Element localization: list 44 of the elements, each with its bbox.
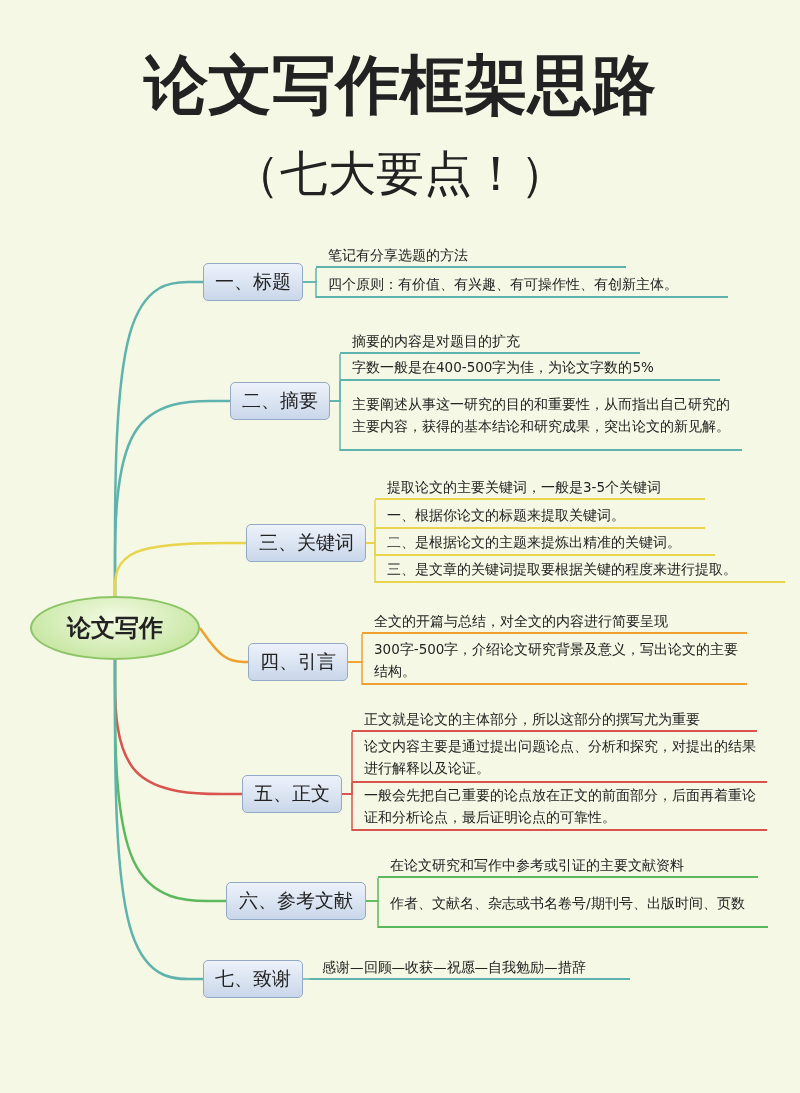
branch-line	[113, 660, 203, 981]
note-text: 正文就是论文的主体部分，所以这部分的撰写尤为重要	[364, 710, 700, 729]
note-text: 在论文研究和写作中参考或引证的主要文献资料	[390, 856, 684, 875]
note-text: 二、是根据论文的主题来提炼出精准的关键词。	[387, 533, 681, 552]
topic-box	[246, 524, 366, 562]
note-text: 一般会先把自己重要的论点放在正文的前面部分，后面再着重论证和分析论点，最后证明论点的可靠性。	[364, 786, 757, 827]
topic-box	[226, 882, 366, 920]
note-text: 300字-500字，介绍论文研究背景及意义，写出论文的主要结构。	[374, 640, 740, 681]
bracket-line	[347, 661, 363, 686]
bracket-line	[302, 281, 317, 299]
central-topic-label: 论文写作	[67, 613, 163, 644]
topic-label: 七、致谢	[215, 966, 291, 991]
topic-label: 二、摘要	[242, 388, 318, 413]
bracket-line	[329, 400, 341, 452]
note-text: 摘要的内容是对题目的扩充	[352, 332, 520, 351]
note-text: 三、是文章的关键词提取要根据关键的程度来进行提取。	[387, 560, 737, 579]
title: 论文写作框架思路	[142, 47, 657, 124]
topic-box	[242, 775, 342, 813]
note-text: 论文内容主要是通过提出问题论点、分析和探究，对提出的结果进行解释以及论证。	[364, 737, 757, 778]
note-text: 主要阐述从事这一研究的目的和重要性，从而指出自己研究的主要内容，获得的基本结论和研究成果，突出论文的新见解。	[352, 395, 731, 436]
topic-box	[203, 263, 303, 301]
topic-label: 六、参考文献	[239, 888, 353, 913]
topic-box	[230, 382, 330, 420]
topic-box	[203, 960, 303, 998]
bracket-line	[302, 978, 311, 981]
topic-label: 四、引言	[260, 649, 336, 674]
topic-label: 三、关键词	[258, 530, 354, 555]
note-text: 提取论文的主要关键词，一般是3-5个关键词	[387, 478, 662, 497]
topic-label: 五、正文	[254, 781, 330, 806]
branch-line	[198, 627, 248, 664]
bracket-line	[365, 542, 376, 584]
bracket-line	[365, 900, 379, 929]
note-text: 四个原则：有价值、有兴趣、有可操作性、有创新主体。	[328, 275, 678, 294]
note-text: 作者、文献名、杂志或书名卷号/期刊号、出版时间、页数	[390, 894, 745, 913]
note-text: 一、根据你论文的标题来提取关键词。	[387, 506, 625, 525]
topic-box	[248, 643, 348, 681]
topic-label: 一、标题	[215, 269, 291, 294]
note-text: 全文的开篇与总结，对全文的内容进行简要呈现	[374, 612, 668, 631]
note-text: 笔记有分享选题的方法	[328, 246, 468, 265]
note-text: 感谢—回顾—收获—祝愿—自我勉励—措辞	[322, 958, 586, 977]
bracket-line	[341, 793, 353, 832]
note-text: 字数一般是在400-500字为佳，为论文字数的5%	[352, 358, 654, 377]
subtitle: （七大要点！）	[231, 144, 569, 203]
branch-line	[113, 541, 246, 596]
